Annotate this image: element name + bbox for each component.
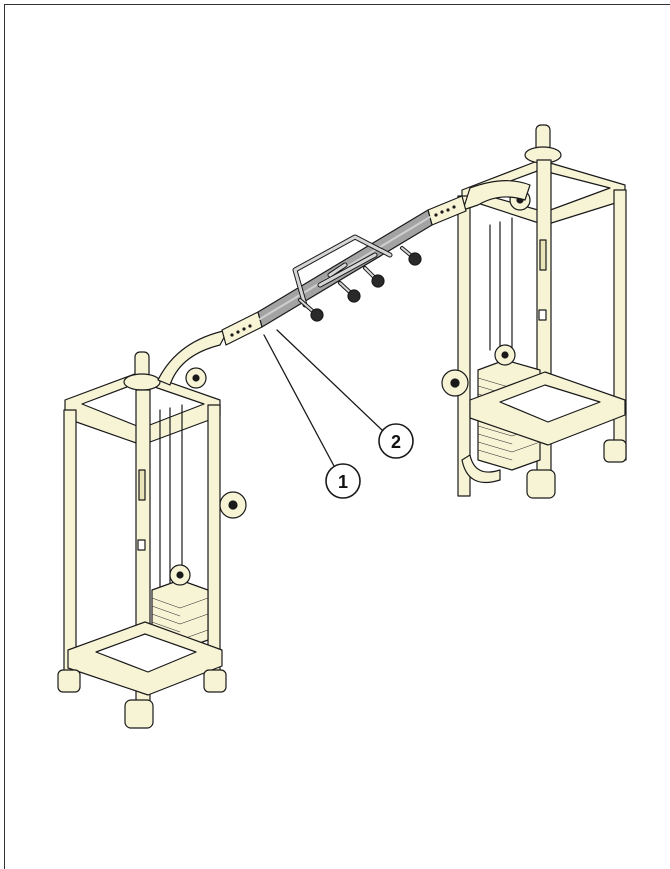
callout-2-circle <box>378 423 414 459</box>
left-tower-pulley-hub <box>176 571 184 579</box>
left-tower-foot <box>124 699 154 729</box>
right-tower-pulley-hub <box>501 351 509 359</box>
pullup-handle-frame-inner <box>293 235 392 307</box>
callout-2-leader <box>276 329 383 431</box>
callout-1: 1 <box>325 463 361 499</box>
right-tower-base-inner <box>499 384 601 423</box>
peg-knob <box>347 289 361 303</box>
peg-knob <box>310 308 324 322</box>
right-tower-foot <box>603 439 627 463</box>
left-tower-base-inner <box>95 633 197 673</box>
callout-2-label: 2 <box>391 432 401 452</box>
right-tower-lower-arm <box>461 454 501 484</box>
right-curved-arm <box>462 180 531 211</box>
right-tower-swivel-hub <box>450 378 460 388</box>
left-tower-foot <box>57 669 81 693</box>
left-tower-swivel-hub <box>228 500 238 510</box>
peg-knob <box>408 252 422 266</box>
peg-group <box>298 246 422 322</box>
peg-knob <box>371 274 385 288</box>
left-tower <box>57 351 247 729</box>
page-border-top <box>4 4 670 5</box>
right-tower <box>441 124 627 499</box>
right-tower-right-post <box>613 189 627 461</box>
left-tower-logo-strip <box>138 469 146 501</box>
right-tower-front-post <box>457 195 471 497</box>
sleeve-holes <box>230 205 456 337</box>
callout-2: 2 <box>378 423 414 459</box>
left-tower-foot <box>203 669 227 693</box>
right-tower-foot <box>526 469 556 499</box>
callout-1-leader <box>263 334 335 467</box>
page-border-left <box>4 4 5 869</box>
crossbar-assembly <box>157 180 531 386</box>
callout-1-label: 1 <box>338 472 348 492</box>
left-bar-sleeve <box>221 311 263 346</box>
callout-1-circle <box>325 463 361 499</box>
left-tower-post-disc <box>123 373 161 391</box>
left-tower-slot <box>137 539 146 551</box>
left-tower-left-post <box>63 409 77 681</box>
right-tower-slot <box>538 309 547 321</box>
left-tower-top-pulley-hub <box>192 374 200 382</box>
right-tower-logo-strip <box>539 239 547 271</box>
callout-leaders <box>263 329 383 467</box>
left-tower-right-post <box>207 404 221 686</box>
